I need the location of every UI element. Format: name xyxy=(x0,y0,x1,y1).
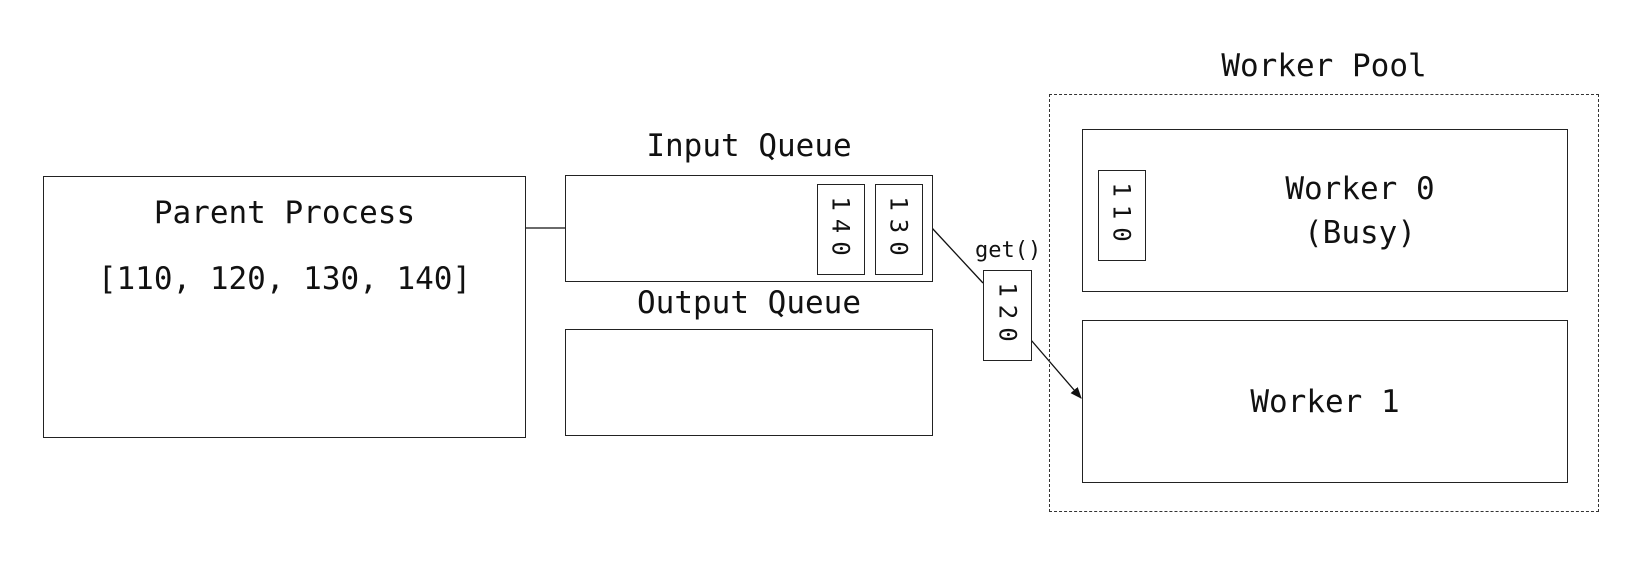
worker-0-box: 110 Worker 0 (Busy) xyxy=(1082,129,1568,292)
parent-process-title: Parent Process xyxy=(153,195,416,231)
parent-process-box: Parent Process [110, 120, 130, 140] xyxy=(43,176,526,438)
worker-0-text: Worker 0 (Busy) xyxy=(1153,130,1567,291)
worker-pool-title: Worker Pool xyxy=(1221,48,1427,84)
parent-process-list: [110, 120, 130, 140] xyxy=(97,261,472,297)
queue-to-item-line xyxy=(931,227,984,284)
queue-item: 130 xyxy=(875,184,923,275)
input-queue-box: 140 130 xyxy=(565,175,933,282)
worker-item: 110 xyxy=(1098,170,1146,261)
get-call-label: get() xyxy=(975,238,1042,263)
output-queue-title: Output Queue xyxy=(637,285,861,321)
worker-1-box: Worker 1 xyxy=(1082,320,1568,483)
worker-0-status: (Busy) xyxy=(1304,214,1416,251)
input-queue-title: Input Queue xyxy=(646,128,852,164)
output-queue-box xyxy=(565,329,933,436)
in-flight-item: 120 xyxy=(983,270,1032,361)
worker-pool-container xyxy=(1049,94,1599,512)
worker-1-name: Worker 1 xyxy=(1250,383,1400,420)
worker-0-name: Worker 0 xyxy=(1285,170,1435,207)
item-to-worker-arrow xyxy=(1030,339,1082,399)
queue-item: 140 xyxy=(817,184,865,275)
